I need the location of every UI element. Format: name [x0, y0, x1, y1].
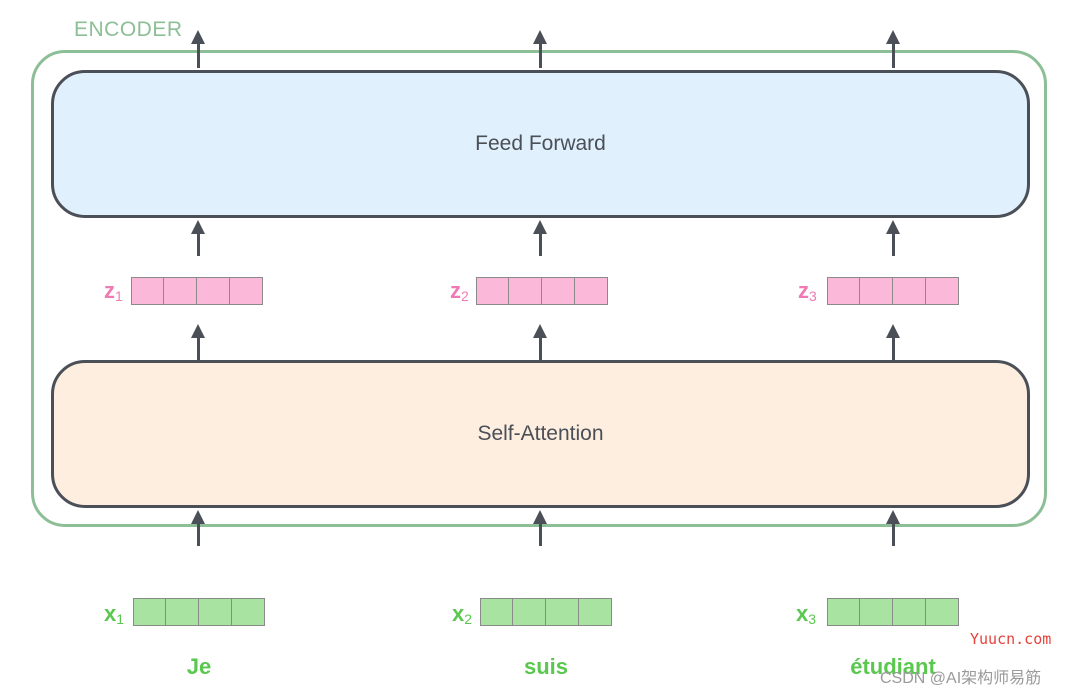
arrow-x2-to-sa — [533, 510, 547, 546]
arrow-sa-to-z2 — [533, 324, 547, 360]
watermark-csdn: CSDN @AI架构师易筋 — [880, 670, 1042, 687]
x1-vector — [133, 598, 265, 626]
z2-label: z2 — [450, 278, 469, 305]
arrow-sa-to-z3 — [886, 324, 900, 360]
z3-label: z3 — [798, 278, 817, 305]
arrow-sa-to-z1 — [191, 324, 205, 360]
watermark-site: Yuucn.com — [970, 630, 1052, 648]
z2-vector — [476, 277, 608, 305]
x3-label: x3 — [796, 601, 817, 628]
z1-vector — [131, 277, 263, 305]
arrow-x3-to-sa — [886, 510, 900, 546]
word-suis: suis — [523, 654, 569, 679]
x1-label: x1 — [104, 601, 125, 628]
self-attention-layer: Self-Attention — [51, 360, 1030, 508]
word-etudiant: étudiant — [850, 654, 936, 679]
z3-vector — [827, 277, 959, 305]
arrow-z3-to-ff — [886, 220, 900, 256]
arrow-output-3 — [886, 30, 900, 68]
x3-vector — [827, 598, 959, 626]
z1-label: z1 — [104, 278, 123, 305]
feed-forward-layer: Feed Forward — [51, 70, 1030, 218]
arrow-output-1 — [191, 30, 205, 68]
self-attention-label: Self-Attention — [477, 422, 604, 445]
encoder-label: ENCODER — [74, 18, 183, 41]
x2-vector — [480, 598, 612, 626]
arrow-z1-to-ff — [191, 220, 205, 256]
arrow-x1-to-sa — [191, 510, 205, 546]
feed-forward-label: Feed Forward — [475, 132, 606, 155]
arrow-output-2 — [533, 30, 547, 68]
word-je: Je — [186, 654, 212, 679]
x2-label: x2 — [452, 601, 473, 628]
arrow-z2-to-ff — [533, 220, 547, 256]
